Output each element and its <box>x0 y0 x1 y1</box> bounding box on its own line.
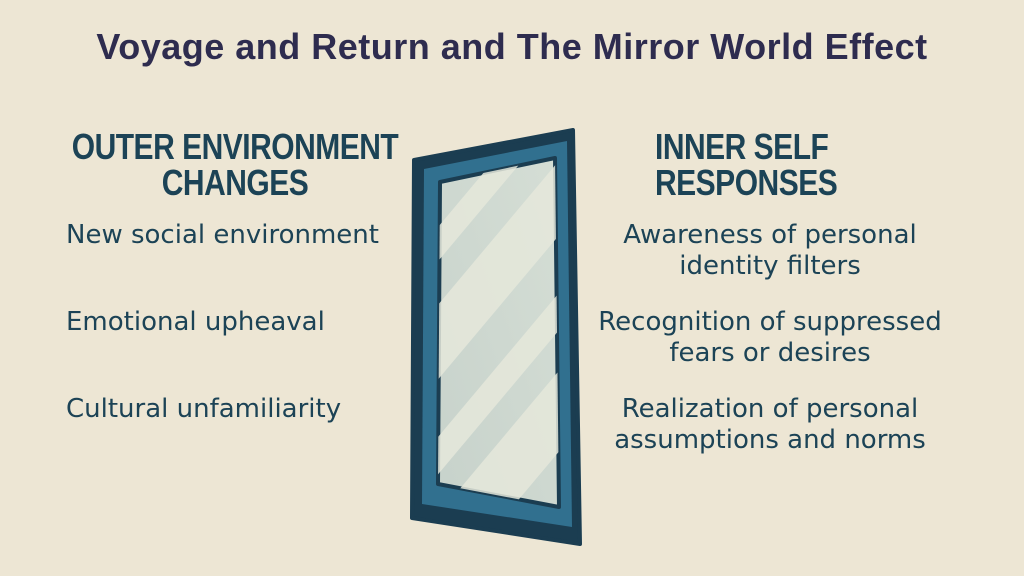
heading-line: RESPONSES <box>655 163 838 204</box>
outer-environment-heading: OUTER ENVIRONMENT CHANGES <box>40 127 430 204</box>
list-item-recognition: Recognition of suppressed fears or desir… <box>585 307 955 369</box>
item-line: Recognition of suppressed <box>598 307 942 337</box>
list-item-emotional-upheaval: Emotional upheaval <box>66 307 325 337</box>
list-item-realization: Realization of personal assumptions and … <box>585 394 955 456</box>
mirror-icon <box>400 128 590 553</box>
item-line: Realization of personal <box>621 394 919 424</box>
item-line: Awareness of personal <box>623 220 917 250</box>
inner-self-heading: INNER SELF RESPONSES <box>655 127 955 204</box>
mirror-illustration <box>410 128 582 546</box>
list-item-cultural-unfamiliarity: Cultural unfamiliarity <box>66 394 342 424</box>
mirror-reflections <box>438 158 559 507</box>
list-item-awareness: Awareness of personal identity filters <box>585 220 955 282</box>
item-line: identity filters <box>679 251 861 281</box>
heading-line: INNER SELF <box>655 127 829 168</box>
page-title: Voyage and Return and The Mirror World E… <box>96 26 928 67</box>
list-item-new-social-environment: New social environment <box>66 220 379 250</box>
heading-line: CHANGES <box>161 163 309 204</box>
item-line: fears or desires <box>669 338 871 368</box>
heading-line: OUTER ENVIRONMENT <box>71 127 399 168</box>
item-line: assumptions and norms <box>614 425 926 455</box>
